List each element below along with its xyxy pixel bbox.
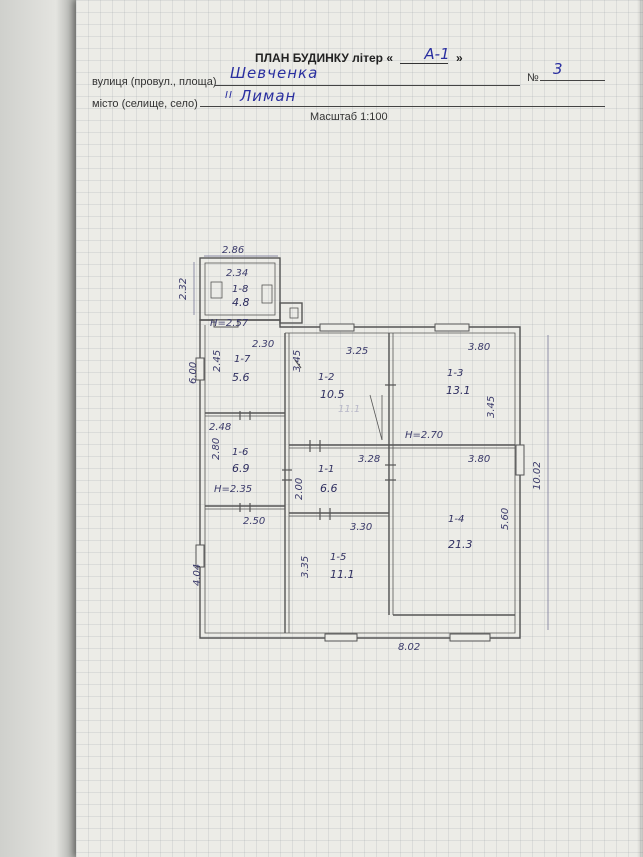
room-1-1-area: 6.6: [320, 482, 338, 495]
number-underline: [540, 80, 605, 81]
annex-fixtures: [210, 281, 273, 304]
room-1-6-id: 1-6: [232, 447, 248, 458]
dim-right-total: 10.02: [532, 461, 543, 490]
underlying-page-edge: [0, 0, 80, 857]
room-1-2-id: 1-2: [318, 372, 334, 383]
room-1-2-width: 3.25: [346, 346, 368, 357]
dim-left-total: 6.00: [188, 362, 199, 384]
window: [195, 357, 205, 381]
house-outline: [199, 319, 521, 639]
room-1-3-area: 13.1: [446, 384, 471, 397]
room-1-2-height: 3.45: [292, 350, 303, 372]
room-1-1-id: 1-1: [318, 464, 334, 475]
city-label: місто (селище, село): [92, 98, 198, 110]
room-1-5-id: 1-5: [330, 552, 346, 563]
room-1-7-id: 1-7: [234, 354, 251, 365]
room-1-4-area: 21.3: [448, 538, 473, 551]
liter-underline: [400, 63, 448, 64]
room-1-4-id: 1-4: [448, 514, 464, 525]
dim-lower-left: 4.04: [192, 564, 203, 586]
room-1-3-width: 3.80: [468, 342, 490, 353]
window: [515, 444, 525, 476]
room-1-2-area: 10.5: [320, 388, 345, 401]
room-1-3-id: 1-3: [447, 368, 463, 379]
room-1-4-height: 5.60: [500, 508, 511, 530]
dim-annex-left: 2.32: [178, 278, 189, 300]
height-h3: H=2.35: [214, 484, 252, 495]
room-1-6-height: 2.80: [211, 438, 222, 460]
document-sheet: [76, 0, 643, 857]
room-1-1-width: 3.28: [358, 454, 380, 465]
boiler-fixture: [261, 284, 273, 304]
door-marks: [239, 359, 396, 520]
street-label: вулиця (провул., площа): [92, 76, 217, 88]
liter-value: А-1: [424, 45, 450, 63]
city-value: Лиман: [240, 87, 297, 105]
room-1-8-id: 1-8: [232, 284, 248, 295]
street-underline: [215, 85, 520, 86]
city-underline: [200, 106, 605, 107]
dim-annex-top: 2.86: [222, 245, 244, 256]
room-1-5-height: 3.35: [300, 556, 311, 578]
dimension-lines: [193, 255, 549, 630]
window: [319, 323, 355, 332]
height-h1: H=2.57: [210, 318, 249, 329]
number-value: 3: [553, 60, 564, 78]
room-1-3-height: 3.45: [486, 396, 497, 418]
height-h2: H=2.70: [405, 430, 443, 441]
stove-fixture: [210, 281, 223, 299]
room-1-7-width: 2.30: [252, 339, 274, 350]
room-1-7-height: 2.45: [212, 350, 223, 372]
room-1-1-height: 2.00: [294, 478, 305, 500]
annex-step: [279, 302, 303, 324]
room-1-6-area: 6.9: [232, 462, 250, 475]
window: [324, 633, 358, 642]
room-1-7-area: 5.6: [232, 371, 250, 384]
window: [213, 319, 239, 328]
sheet-right-shadow: [637, 0, 643, 857]
plan-walls: [199, 257, 521, 639]
faint-note: 11.1: [338, 404, 360, 415]
number-label: №: [527, 72, 539, 84]
street-value: Шевченка: [230, 64, 319, 82]
room-1-8-area: 4.8: [232, 296, 250, 309]
plan-title: ПЛАН БУДИНКУ літер «: [255, 51, 393, 65]
window: [195, 544, 205, 568]
dim-lower-left-width: 2.50: [243, 516, 265, 527]
room-1-5-width: 3.30: [350, 522, 372, 533]
room-1-6-width: 2.48: [209, 422, 231, 433]
window: [449, 633, 491, 642]
scale-label: Масштаб 1:100: [310, 111, 388, 123]
room-1-5-area: 11.1: [330, 568, 355, 581]
dim-annex-inner: 2.34: [226, 268, 248, 279]
title-close-quote: »: [456, 51, 463, 65]
windows: [195, 319, 525, 642]
window: [434, 323, 470, 332]
room-1-4-width: 3.80: [468, 454, 490, 465]
dim-bottom-total: 8.02: [398, 642, 420, 653]
city-prefix-mark: II: [225, 90, 233, 101]
